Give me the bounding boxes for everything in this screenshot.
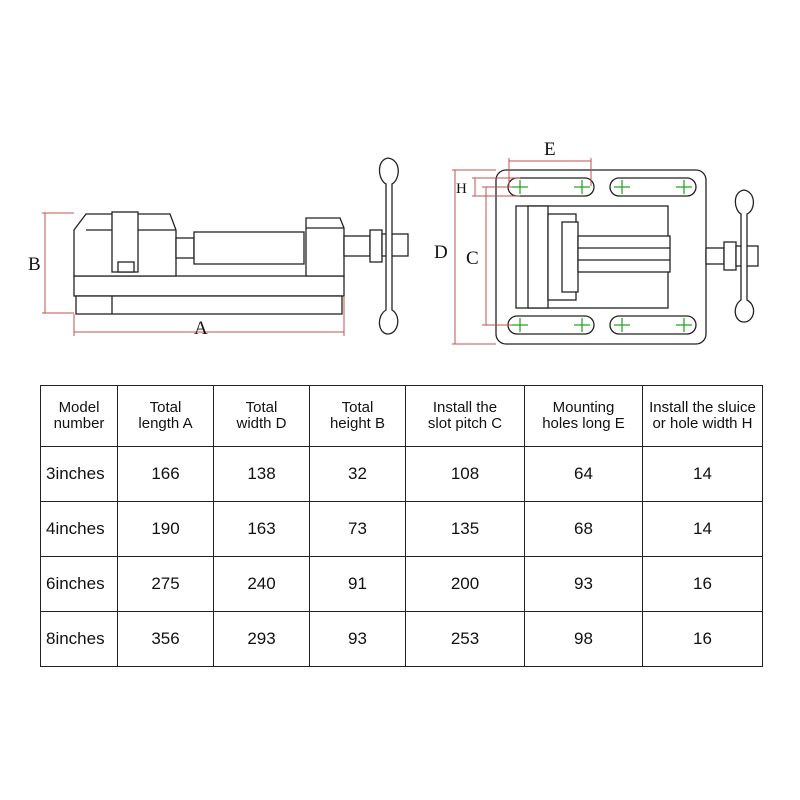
table-row: 8inches 356 293 93 253 98 16 [40, 611, 763, 667]
dimension-label-c: C [466, 248, 479, 269]
vise-dimension-drawing: B A [28, 139, 759, 345]
cell-mounting-holes: 98 [524, 611, 643, 667]
table-row: 3inches 166 138 32 108 64 14 [40, 446, 763, 502]
cell-sluice-width: 14 [642, 501, 763, 557]
header-line: height B [329, 415, 386, 432]
cell-height: 93 [309, 611, 406, 667]
header-line: Mounting [552, 399, 615, 416]
cell-width: 240 [213, 556, 310, 612]
header-line: Total [149, 399, 182, 416]
cell-slot-pitch: 108 [405, 446, 525, 502]
cell-model: 6inches [40, 556, 118, 612]
cell-width: 163 [213, 501, 310, 557]
table-row: 4inches 190 163 73 135 68 14 [40, 501, 763, 557]
cell-height: 32 [309, 446, 406, 502]
dimension-label-b: B [28, 254, 41, 275]
header-line: holes long E [542, 415, 625, 432]
cell-height: 91 [309, 556, 406, 612]
header-line: Install the [432, 399, 498, 416]
header-line: Total [245, 399, 278, 416]
cell-model: 4inches [40, 501, 118, 557]
cell-sluice-width: 16 [642, 556, 763, 612]
cell-mounting-holes: 93 [524, 556, 643, 612]
cell-mounting-holes: 64 [524, 446, 643, 502]
table-row: 6inches 275 240 91 200 93 16 [40, 556, 763, 612]
side-view-dimensions [42, 212, 345, 336]
dimension-label-h: H [456, 181, 467, 197]
cell-sluice-width: 16 [642, 611, 763, 667]
header-line: width D [236, 415, 287, 432]
cell-slot-pitch: 200 [405, 556, 525, 612]
cell-slot-pitch: 135 [405, 501, 525, 557]
cell-model: 3inches [40, 446, 118, 502]
hole-center-marks [512, 180, 692, 332]
header-line: Total [341, 399, 374, 416]
cell-height: 73 [309, 501, 406, 557]
dimension-label-e: E [544, 139, 556, 160]
cell-slot-pitch: 253 [405, 611, 525, 667]
top-view-dimensions [452, 158, 592, 345]
header-line: number [53, 415, 105, 432]
dimension-label-a: A [194, 318, 208, 339]
cell-sluice-width: 14 [642, 446, 763, 502]
cell-length: 275 [117, 556, 214, 612]
vise-top-view [495, 169, 759, 345]
vise-side-view [73, 157, 409, 335]
cell-mounting-holes: 68 [524, 501, 643, 557]
cell-width: 293 [213, 611, 310, 667]
cell-width: 138 [213, 446, 310, 502]
cell-length: 190 [117, 501, 214, 557]
cell-length: 166 [117, 446, 214, 502]
header-line: or hole width H [652, 415, 753, 432]
header-line: Model [58, 399, 100, 416]
dimension-label-d: D [434, 242, 448, 263]
header-line: slot pitch C [427, 415, 503, 432]
header-line: Install the sluice [649, 399, 756, 416]
cell-length: 356 [117, 611, 214, 667]
header-line: length A [138, 415, 193, 432]
cell-model: 8inches [40, 611, 118, 667]
